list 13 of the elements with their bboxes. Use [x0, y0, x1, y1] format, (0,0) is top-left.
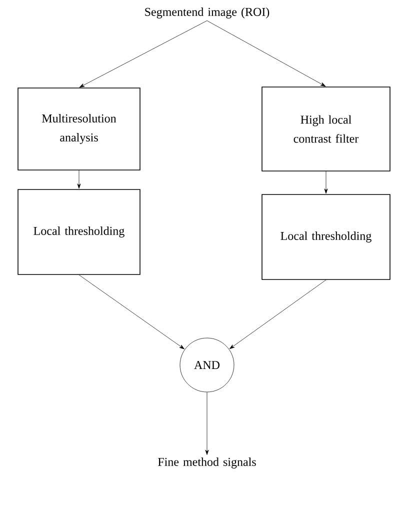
arrow — [229, 280, 326, 349]
text-label: Segmentend image (ROI) — [145, 8, 270, 18]
arrow — [206, 20, 326, 86]
text-label: Fine method signals — [158, 458, 256, 468]
arrow — [205, 392, 209, 455]
arrow — [78, 274, 184, 350]
process-box: High local contrast filter — [262, 86, 390, 172]
arrow — [79, 20, 208, 88]
process-box: Local thresholding — [262, 194, 390, 280]
process-box: Local thresholding — [18, 189, 140, 275]
process-box: Multiresolution analysis — [18, 88, 140, 170]
arrow — [77, 170, 81, 189]
arrow — [324, 171, 328, 194]
